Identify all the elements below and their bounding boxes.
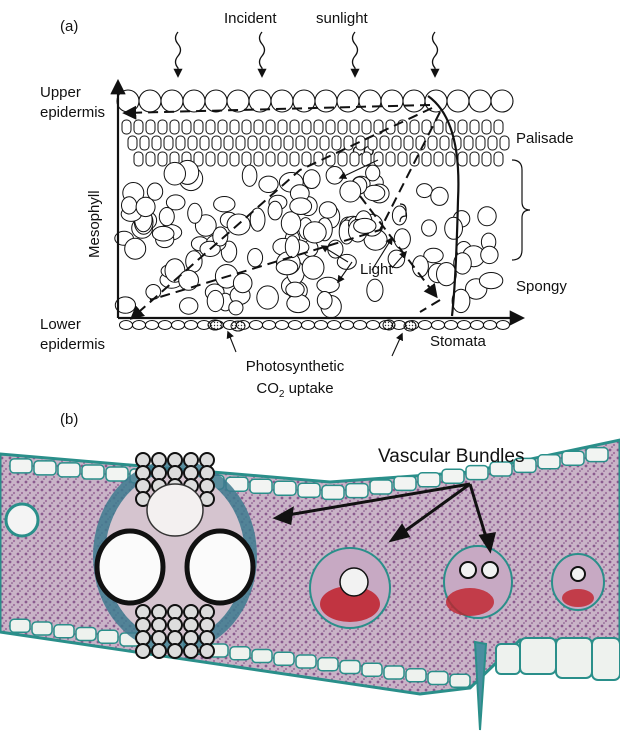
small-vascular-bundle-2 <box>444 546 512 618</box>
sun-arrow-2 <box>260 32 265 76</box>
vascular-bundles-label: Vascular Bundles <box>378 446 524 468</box>
lower-epidermis-cells <box>120 321 510 330</box>
sun-arrow-3 <box>353 32 358 76</box>
small-vascular-bundle-1 <box>310 548 390 628</box>
sun-arrow-4 <box>433 32 438 76</box>
sun-arrow-1 <box>176 32 181 76</box>
spongy-cells <box>115 160 503 317</box>
bulliform-cells <box>475 638 620 730</box>
leaf-micrograph <box>0 432 620 742</box>
leaf-cross-section-diagram <box>0 0 620 432</box>
sunlight-arrows <box>176 32 438 76</box>
small-vascular-bundle-3 <box>552 554 604 610</box>
